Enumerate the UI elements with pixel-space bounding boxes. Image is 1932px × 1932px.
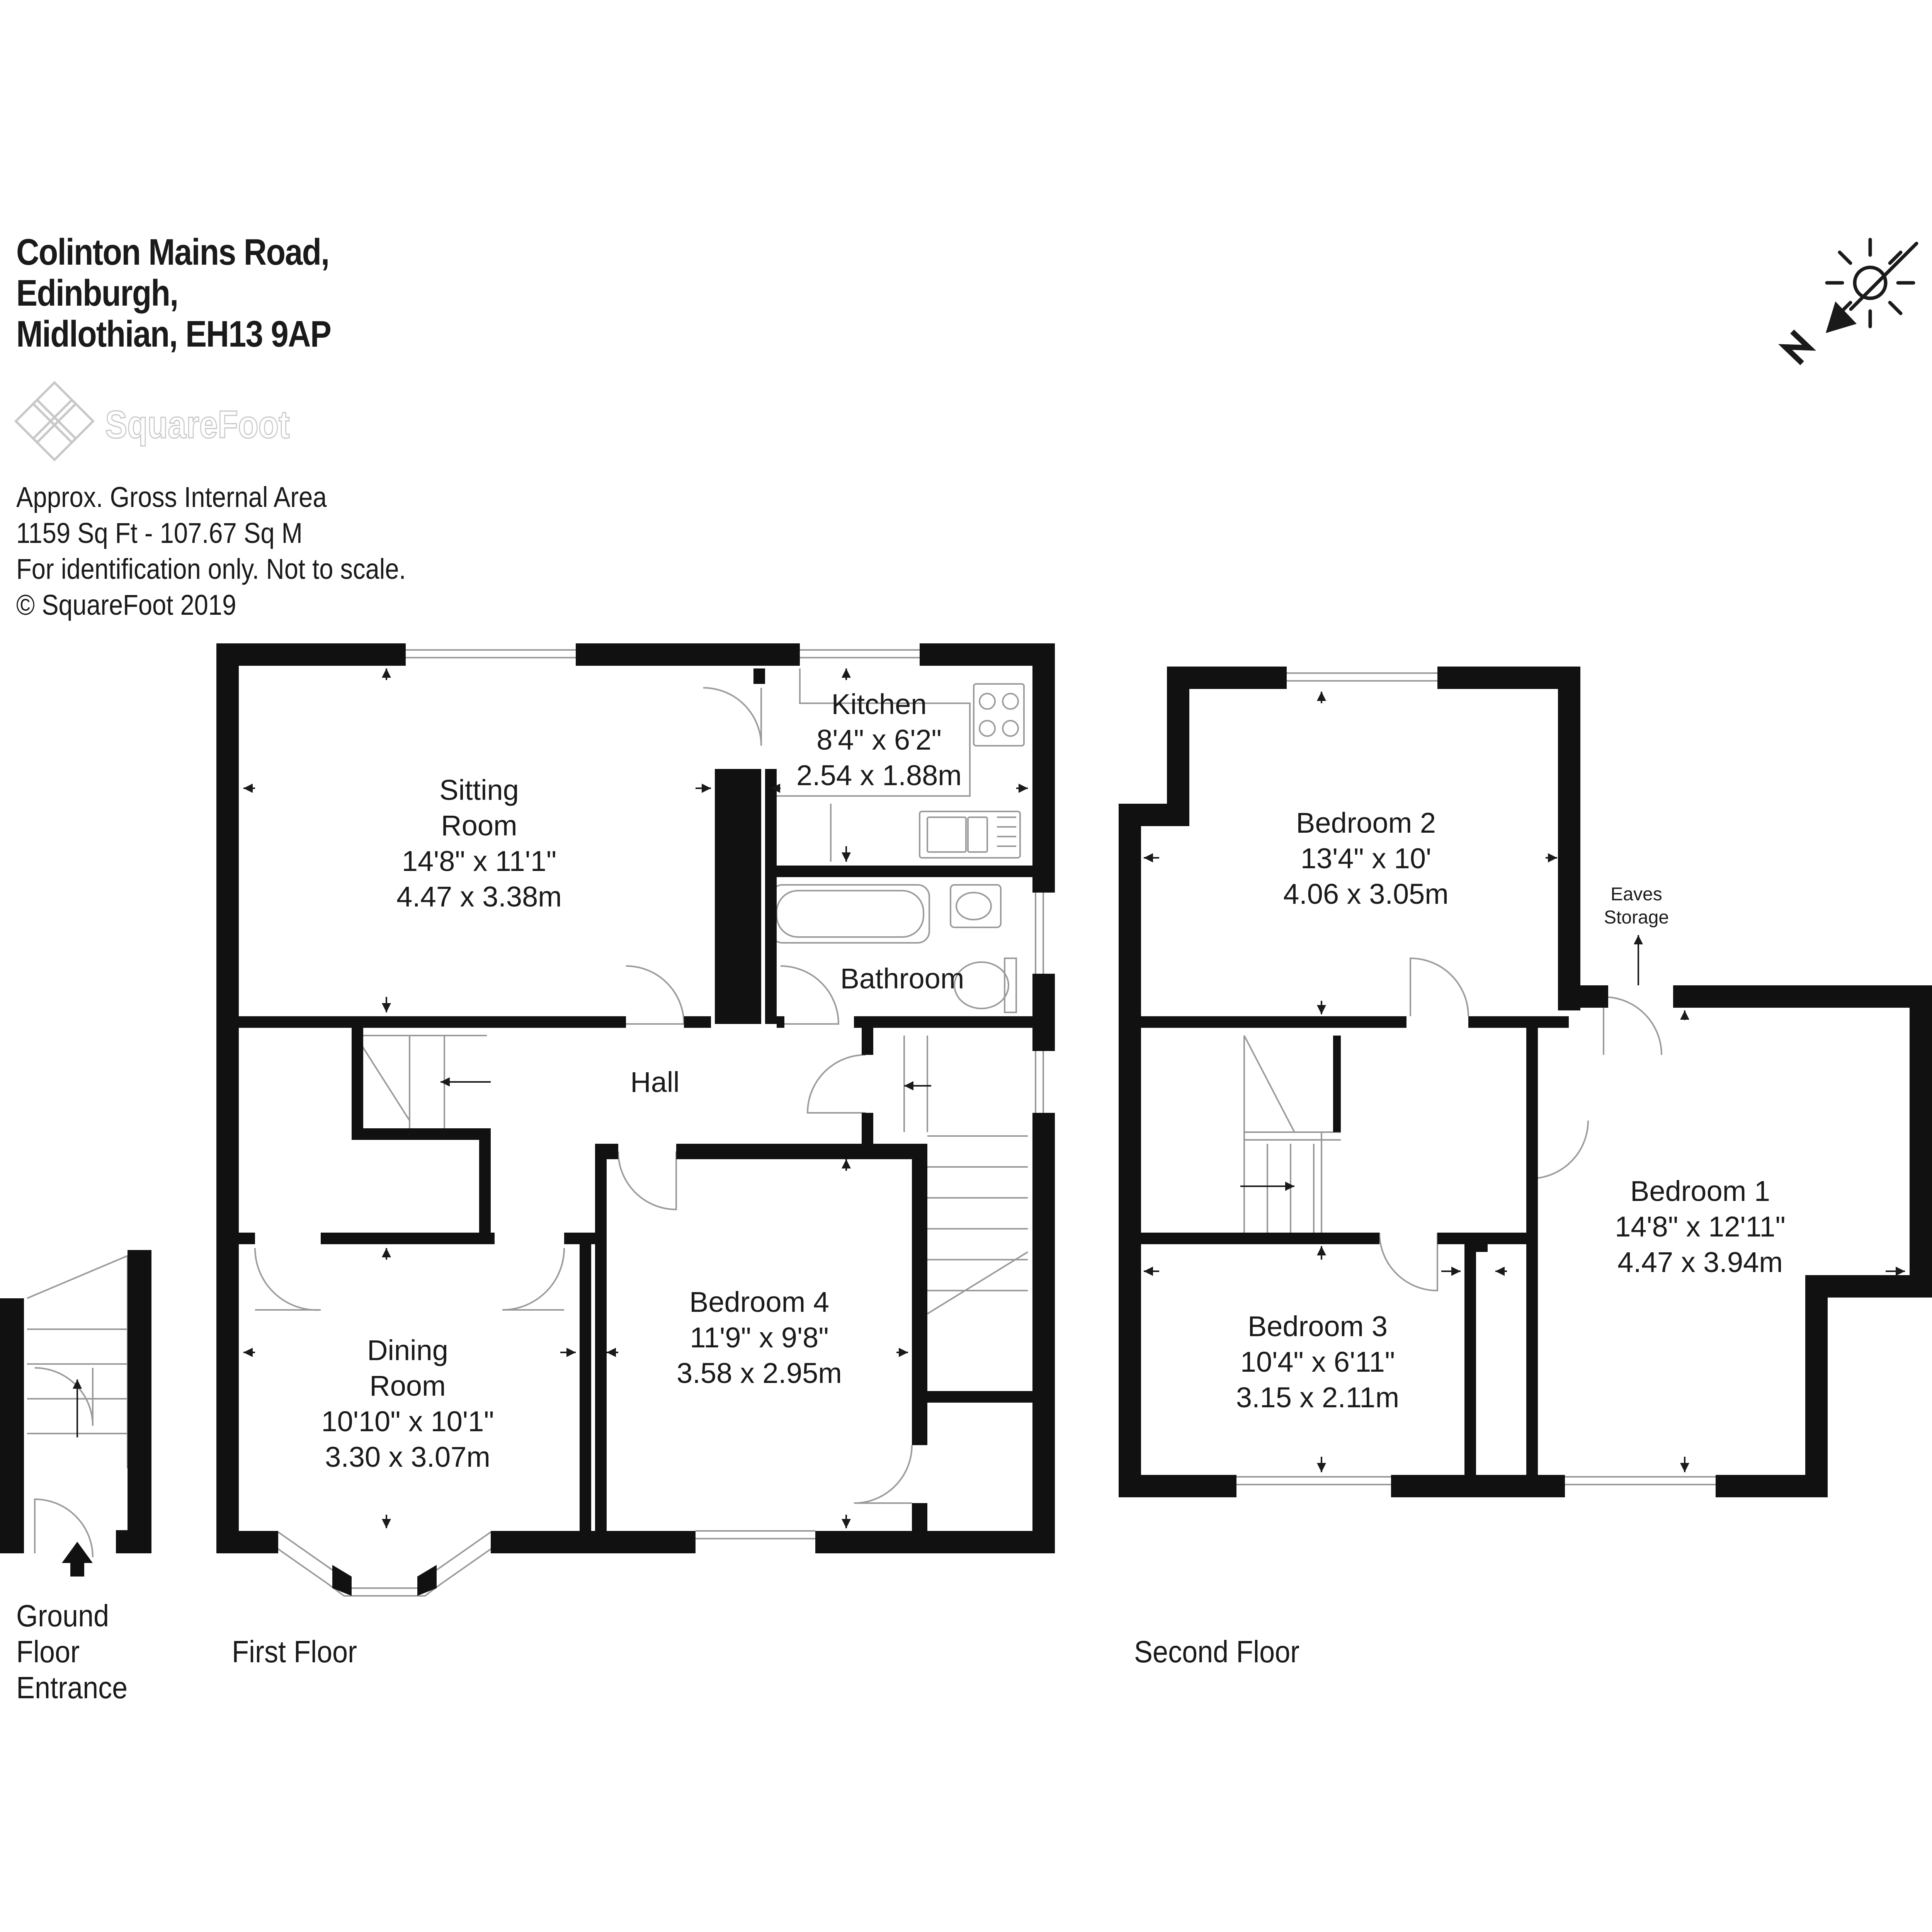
bedroom4-name: Bedroom 4 bbox=[689, 1286, 829, 1318]
address-line-3: Midlothian, EH13 9AP bbox=[16, 313, 332, 355]
second-floor bbox=[1119, 667, 1932, 1497]
kitchen-name: Kitchen bbox=[832, 688, 927, 720]
ground-floor-label-2: Floor bbox=[16, 1634, 80, 1669]
sitting-room-name2: Room bbox=[441, 810, 517, 842]
bedroom1-name: Bedroom 1 bbox=[1630, 1175, 1770, 1207]
sitting-room-name1: Sitting bbox=[439, 774, 519, 806]
bedroom3-metric: 3.15 x 2.11m bbox=[1236, 1381, 1399, 1413]
bedroom3-imperial: 10'4" x 6'11" bbox=[1240, 1346, 1395, 1378]
area-value: 1159 Sq Ft - 107.67 Sq M bbox=[16, 517, 303, 549]
disclaimer: For identification only. Not to scale. bbox=[16, 553, 406, 585]
bathroom-name: Bathroom bbox=[840, 963, 964, 995]
north-letter bbox=[1778, 329, 1816, 366]
kitchen-imperial: 8'4" x 6'2" bbox=[816, 724, 942, 756]
hall-name: Hall bbox=[630, 1066, 679, 1098]
eaves-name2: Storage bbox=[1604, 907, 1669, 928]
brand-name: SquareFoot bbox=[105, 403, 290, 447]
ground-floor-entrance bbox=[0, 1250, 151, 1577]
dining-room-imperial: 10'10" x 10'1" bbox=[321, 1405, 494, 1437]
first-floor-label: First Floor bbox=[232, 1634, 357, 1669]
sitting-room-metric: 4.47 x 3.38m bbox=[396, 881, 562, 913]
dining-room-metric: 3.30 x 3.07m bbox=[325, 1441, 490, 1473]
dining-room-name2: Room bbox=[369, 1370, 446, 1402]
bedroom2-imperial: 13'4" x 10' bbox=[1301, 842, 1431, 874]
bedroom4-imperial: 11'9" x 9'8" bbox=[690, 1321, 828, 1354]
copyright: © SquareFoot 2019 bbox=[16, 589, 236, 621]
ground-floor-label-3: Entrance bbox=[16, 1670, 128, 1705]
area-label: Approx. Gross Internal Area bbox=[16, 481, 327, 513]
address-line-1: Colinton Mains Road, bbox=[16, 231, 330, 273]
dining-room-name1: Dining bbox=[367, 1334, 448, 1366]
ground-floor-label-1: Ground bbox=[16, 1599, 109, 1633]
bedroom3-name: Bedroom 3 bbox=[1248, 1310, 1388, 1342]
bedroom2-metric: 4.06 x 3.05m bbox=[1283, 878, 1449, 910]
second-floor-label: Second Floor bbox=[1134, 1634, 1300, 1669]
entrance-arrow-icon bbox=[62, 1542, 93, 1577]
eaves-name1: Eaves bbox=[1611, 884, 1662, 905]
kitchen-metric: 2.54 x 1.88m bbox=[796, 759, 962, 791]
squarefoot-logo-icon bbox=[14, 381, 95, 462]
address-line-2: Edinburgh, bbox=[16, 272, 179, 314]
bedroom2-name: Bedroom 2 bbox=[1296, 807, 1436, 839]
bedroom4-metric: 3.58 x 2.95m bbox=[677, 1357, 842, 1389]
bedroom1-imperial: 14'8" x 12'11" bbox=[1615, 1211, 1786, 1243]
compass-icon bbox=[1778, 238, 1918, 366]
bedroom1-metric: 4.47 x 3.94m bbox=[1617, 1246, 1783, 1278]
sitting-room-imperial: 14'8" x 11'1" bbox=[402, 845, 556, 877]
first-floor bbox=[0, 643, 1055, 1597]
